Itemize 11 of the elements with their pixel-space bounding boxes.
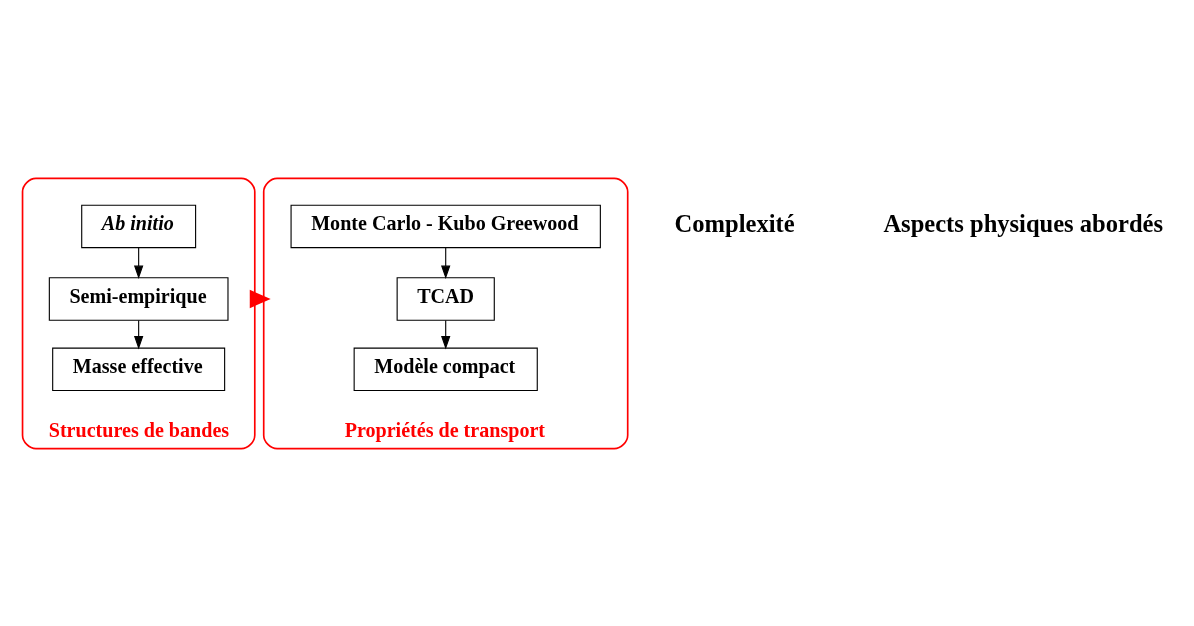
node-box: Semi-empirique <box>48 276 229 321</box>
node-box: Masse effective <box>52 347 226 391</box>
label: Complexité <box>674 209 795 237</box>
node-box: TCAD <box>396 276 495 321</box>
arrow <box>441 246 451 279</box>
arrow <box>249 289 271 308</box>
node-box: Ab initio <box>81 204 197 248</box>
node-box: Modèle compact <box>353 347 538 391</box>
arrow <box>133 246 144 279</box>
label: Aspects physiques abordés <box>883 209 1164 237</box>
node-box: Monte Carlo - Kubo Greewood <box>290 204 601 248</box>
